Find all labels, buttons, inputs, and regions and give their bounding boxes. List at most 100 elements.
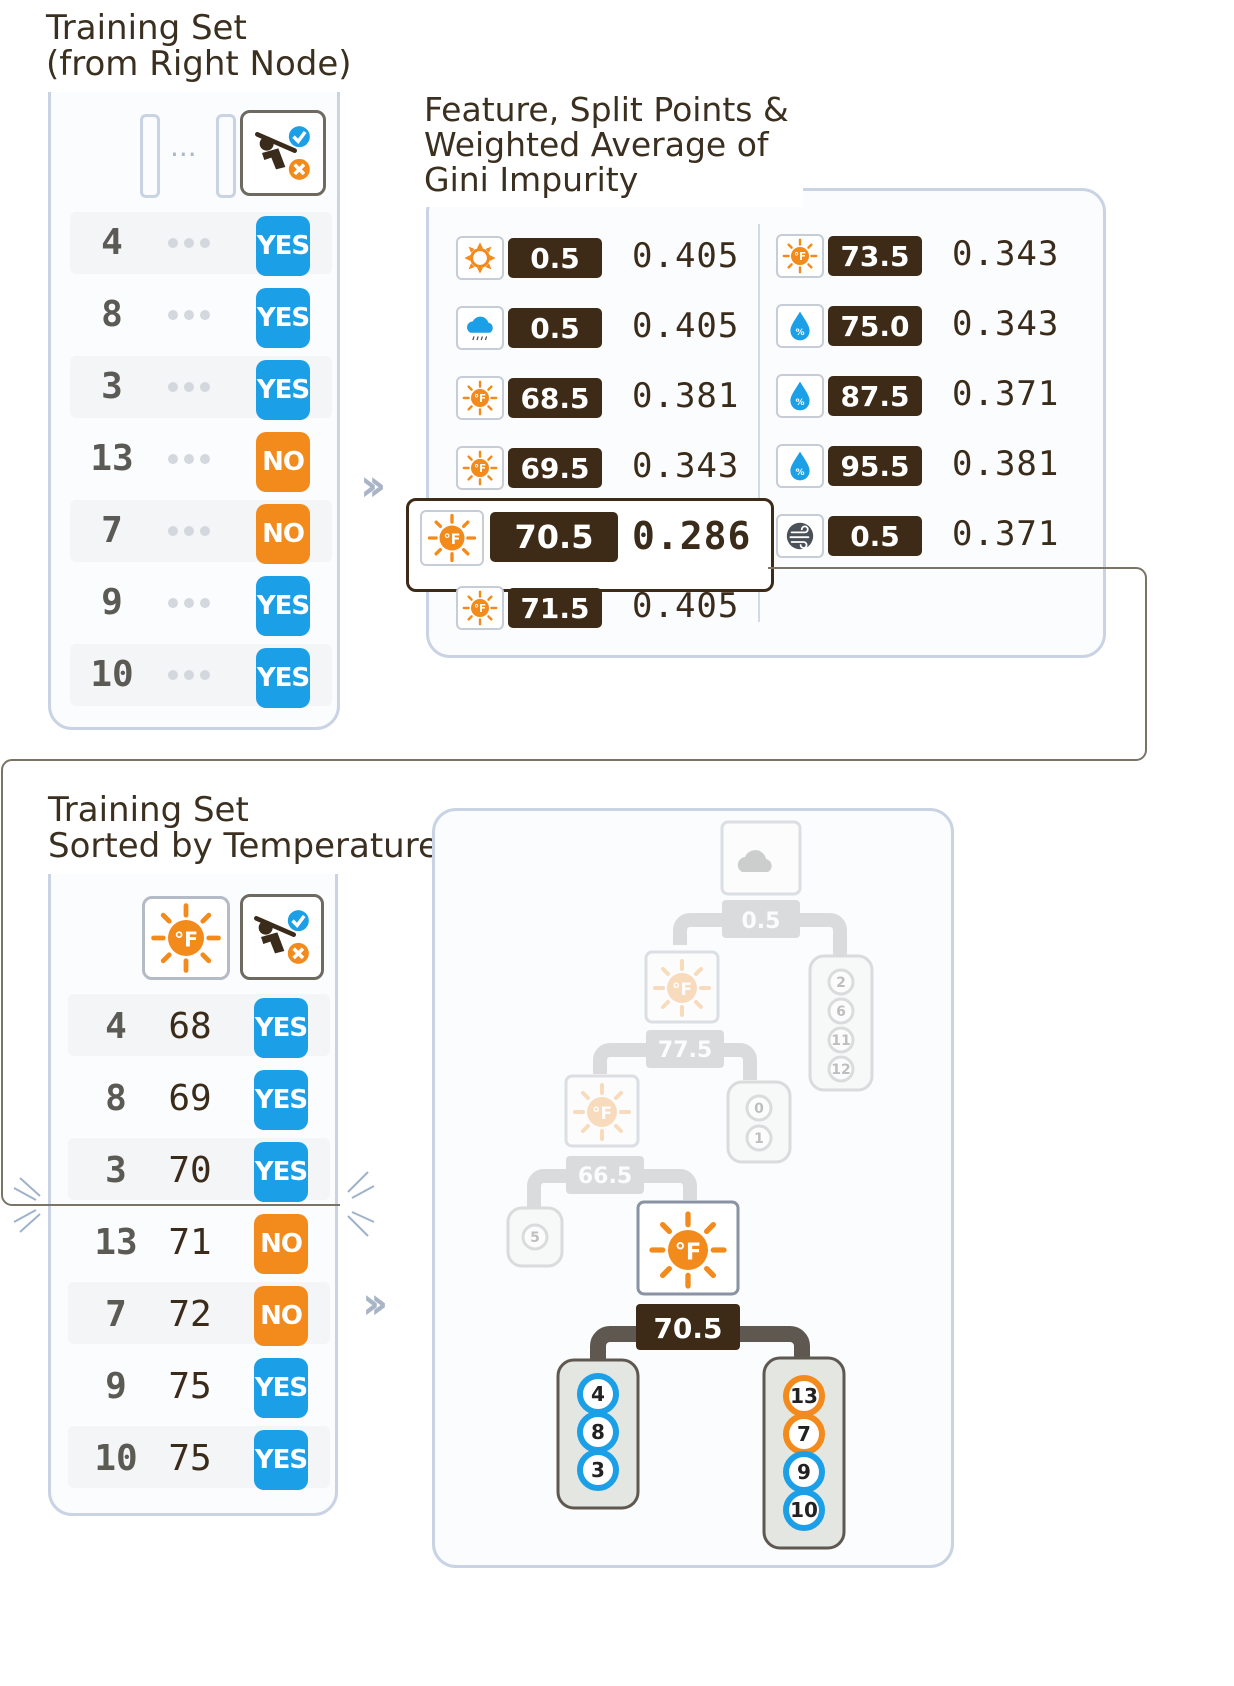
row-id: 4 bbox=[101, 222, 123, 263]
split-divider-line bbox=[48, 1204, 338, 1206]
split-point: 0.5 bbox=[508, 238, 602, 278]
leaf-circle bbox=[577, 1449, 619, 1491]
leaf-id: 2 bbox=[836, 975, 846, 991]
temperature-value: 72 bbox=[168, 1294, 212, 1335]
leaf-id: 8 bbox=[591, 1420, 605, 1444]
leaf-id: 12 bbox=[831, 1062, 850, 1078]
split-point: 68.5 bbox=[508, 378, 602, 418]
temperature-value: 75 bbox=[168, 1366, 212, 1407]
leaf-circle bbox=[745, 1094, 773, 1122]
gini-value: 0.286 bbox=[632, 514, 752, 558]
humidity-icon bbox=[776, 444, 824, 488]
label-badge: YES bbox=[254, 1358, 308, 1418]
humidity-icon bbox=[776, 304, 824, 348]
ellipsis-dots bbox=[168, 526, 210, 536]
leaf-circle bbox=[521, 1223, 549, 1251]
leaf-circle bbox=[827, 997, 855, 1025]
gini-value: 0.371 bbox=[952, 374, 1060, 414]
leaf-circle bbox=[827, 968, 855, 996]
rain-cloud-icon bbox=[456, 306, 504, 350]
split-point: 0.5 bbox=[828, 516, 922, 556]
gini-value: 0.405 bbox=[632, 586, 740, 626]
label-badge: YES bbox=[254, 1070, 308, 1130]
label-badge: YES bbox=[256, 360, 310, 420]
row-id: 8 bbox=[101, 294, 123, 335]
splits-column-divider bbox=[758, 224, 760, 622]
label-badge: NO bbox=[254, 1286, 308, 1346]
leaf-id: 9 bbox=[797, 1460, 811, 1484]
temperature-value: 69 bbox=[168, 1078, 212, 1119]
row-id: 10 bbox=[90, 654, 134, 695]
column-ellipsis: ... bbox=[170, 130, 197, 163]
row-id: 7 bbox=[101, 510, 123, 551]
leaf-id: 11 bbox=[831, 1033, 850, 1049]
temperature-icon bbox=[456, 376, 504, 420]
ellipsis-dots bbox=[168, 310, 210, 320]
leaf-circle bbox=[783, 1489, 825, 1531]
ellipsis-dots bbox=[168, 598, 210, 608]
humidity-icon bbox=[776, 374, 824, 418]
split-point: 0.5 bbox=[508, 308, 602, 348]
temperature-value: 70 bbox=[168, 1150, 212, 1191]
ellipsis-dots bbox=[168, 454, 210, 464]
temperature-icon bbox=[420, 510, 484, 566]
label-badge: YES bbox=[256, 216, 310, 276]
ellipsis-dots bbox=[168, 238, 210, 248]
feature-column-placeholder bbox=[140, 114, 160, 198]
active-split-label: 70.5 bbox=[653, 1312, 722, 1345]
row-id: 3 bbox=[101, 366, 123, 407]
gini-value: 0.343 bbox=[952, 304, 1060, 344]
tree-panel bbox=[432, 808, 954, 1568]
split-label: 0.5 bbox=[742, 909, 781, 934]
temperature-icon bbox=[652, 1214, 724, 1286]
sun-icon bbox=[456, 236, 504, 280]
temperature-value: 68 bbox=[168, 1006, 212, 1047]
label-badge: YES bbox=[254, 998, 308, 1058]
row-id: 10 bbox=[94, 1438, 138, 1479]
row-id: 13 bbox=[90, 438, 134, 479]
row-id: 3 bbox=[105, 1150, 127, 1191]
split-label: 66.5 bbox=[578, 1164, 632, 1189]
gini-value: 0.381 bbox=[632, 376, 740, 416]
label-badge: NO bbox=[256, 432, 310, 492]
sorted-set-title: Training Set Sorted by Temperature bbox=[34, 786, 453, 874]
gini-value: 0.381 bbox=[952, 444, 1060, 484]
split-point: 75.0 bbox=[828, 306, 922, 346]
temperature-icon bbox=[456, 586, 504, 630]
gini-value: 0.343 bbox=[632, 446, 740, 486]
label-badge: YES bbox=[256, 648, 310, 708]
ellipsis-dots bbox=[168, 382, 210, 392]
gini-value: 0.405 bbox=[632, 306, 740, 346]
label-badge: NO bbox=[256, 504, 310, 564]
play-golf-header-icon bbox=[240, 894, 324, 980]
leaf-id: 13 bbox=[790, 1384, 818, 1408]
row-id: 13 bbox=[94, 1222, 138, 1263]
label-badge: YES bbox=[254, 1142, 308, 1202]
leaf-id: 10 bbox=[790, 1498, 818, 1522]
temperature-value: 71 bbox=[168, 1222, 212, 1263]
temperature-icon bbox=[776, 234, 824, 278]
leaf-circle bbox=[745, 1124, 773, 1152]
row-id: 9 bbox=[105, 1366, 127, 1407]
temperature-value: 75 bbox=[168, 1438, 212, 1479]
temperature-header-icon bbox=[142, 896, 230, 980]
split-point: 73.5 bbox=[828, 236, 922, 276]
split-point: 95.5 bbox=[828, 446, 922, 486]
row-id: 7 bbox=[105, 1294, 127, 1335]
play-golf-header-icon bbox=[240, 110, 326, 196]
leaf-id: 0 bbox=[754, 1101, 764, 1117]
leaf-id: 6 bbox=[836, 1004, 846, 1020]
temperature-icon bbox=[456, 446, 504, 490]
ellipsis-dots bbox=[168, 670, 210, 680]
label-badge: YES bbox=[254, 1430, 308, 1490]
split-point: 70.5 bbox=[490, 512, 618, 562]
leaf-circle bbox=[827, 1055, 855, 1083]
leaf-id: 7 bbox=[797, 1422, 811, 1446]
gini-value: 0.371 bbox=[952, 514, 1060, 554]
split-point: 71.5 bbox=[508, 588, 602, 628]
label-badge: YES bbox=[256, 576, 310, 636]
split-point: 87.5 bbox=[828, 376, 922, 416]
leaf-circle bbox=[827, 1026, 855, 1054]
